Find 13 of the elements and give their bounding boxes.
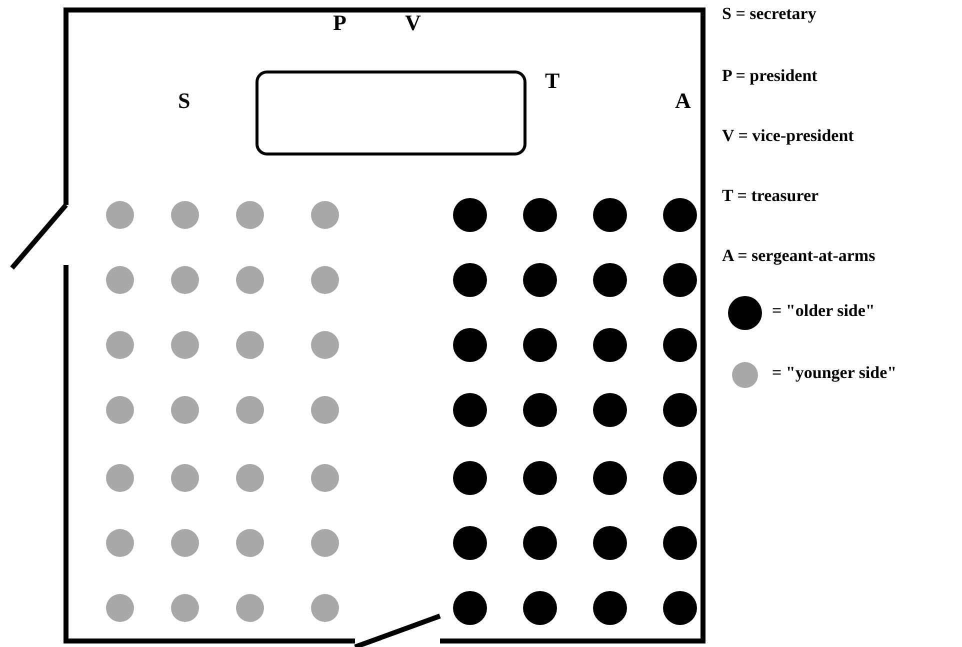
role-letter: P [333,10,346,36]
key-text: P = president [722,66,818,86]
role-letter: A [675,88,691,114]
legend-text: = "younger side" [772,363,897,383]
role-letter: S [178,88,190,114]
key-text: A = sergeant-at-arms [722,246,876,266]
legend-text: = "older side" [772,301,875,321]
role-letter: T [545,68,560,94]
role-letter: V [405,10,421,36]
key-text: S = secretary [722,4,816,24]
table [256,70,526,156]
key-text: T = treasurer [722,186,819,206]
key-text: V = vice-president [722,126,854,146]
